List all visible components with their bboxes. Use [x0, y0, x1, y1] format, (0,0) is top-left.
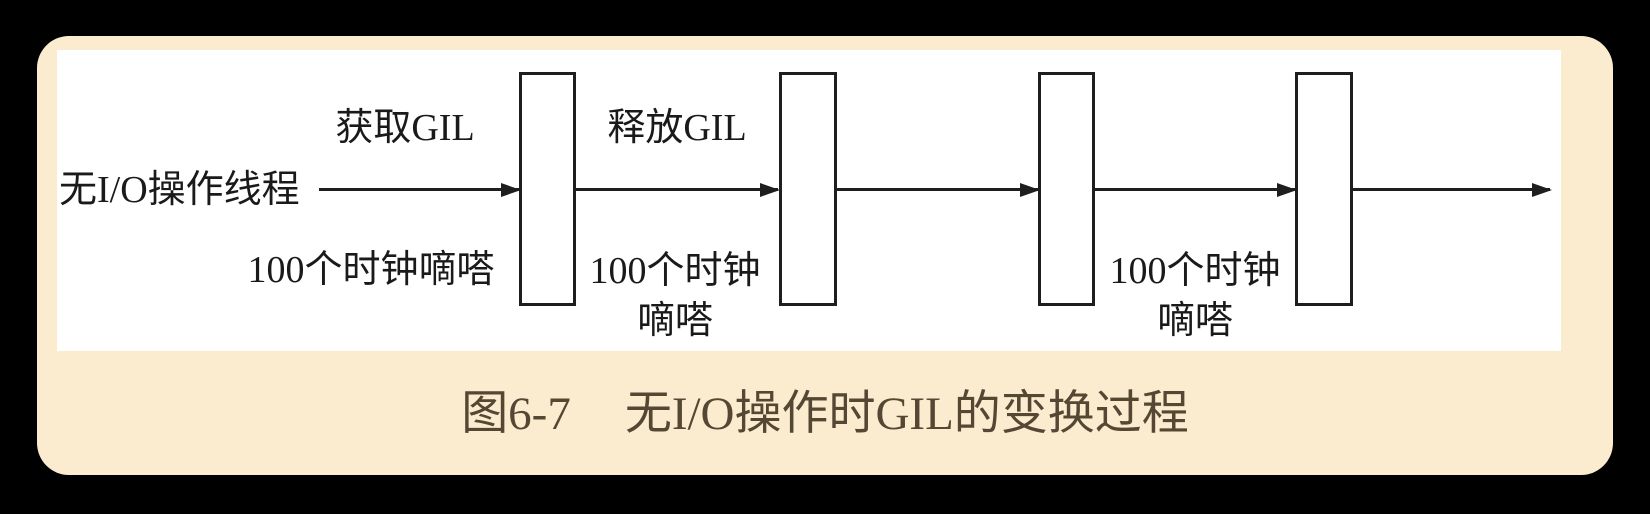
release-gil-label: 释放GIL: [607, 107, 747, 149]
clock-ticks-label-2-line2: 嘀嗒: [636, 300, 714, 342]
gil-bar-2: [779, 72, 837, 306]
diagram-canvas: 无I/O操作线程 获取GIL 释放GIL 100个时钟嘀嗒: [57, 50, 1561, 351]
clock-ticks-label-3-line2: 嘀嗒: [1156, 300, 1234, 342]
timeline-arrow-segment-4: [1095, 182, 1297, 197]
gil-bar-1: [519, 72, 576, 306]
figure-title: 无I/O操作时GIL的变换过程: [624, 388, 1189, 440]
arrowhead-icon: [760, 182, 780, 197]
clock-ticks-label-1: 100个时钟嘀嗒: [247, 249, 495, 291]
arrowhead-icon: [1020, 182, 1040, 197]
acquire-gil-label: 获取GIL: [335, 107, 475, 149]
timeline-arrow-segment-2: [576, 182, 780, 197]
thread-label: 无I/O操作线程: [59, 169, 300, 211]
clock-ticks-label-3-line1: 100个时钟: [1109, 250, 1281, 292]
timeline-arrow-segment-5: [1353, 182, 1552, 197]
clock-ticks-label-3: 100个时钟 嘀嗒: [1109, 246, 1280, 346]
figure-number: 图6-7: [461, 388, 571, 440]
gil-bar-3: [1038, 72, 1095, 306]
figure-caption: 图6-7 无I/O操作时GIL的变换过程: [37, 383, 1613, 445]
timeline-arrow-segment-3: [837, 182, 1040, 197]
clock-ticks-label-2: 100个时钟 嘀嗒: [589, 246, 760, 346]
arrowhead-icon: [1277, 182, 1297, 197]
figure-panel: 无I/O操作线程 获取GIL 释放GIL 100个时钟嘀嗒: [37, 36, 1613, 475]
timeline-arrow-segment-1: [319, 182, 521, 197]
clock-ticks-label-2-line1: 100个时钟: [589, 250, 761, 292]
gil-bar-4: [1295, 72, 1353, 306]
arrowhead-icon: [1532, 182, 1552, 197]
arrowhead-icon: [501, 182, 521, 197]
